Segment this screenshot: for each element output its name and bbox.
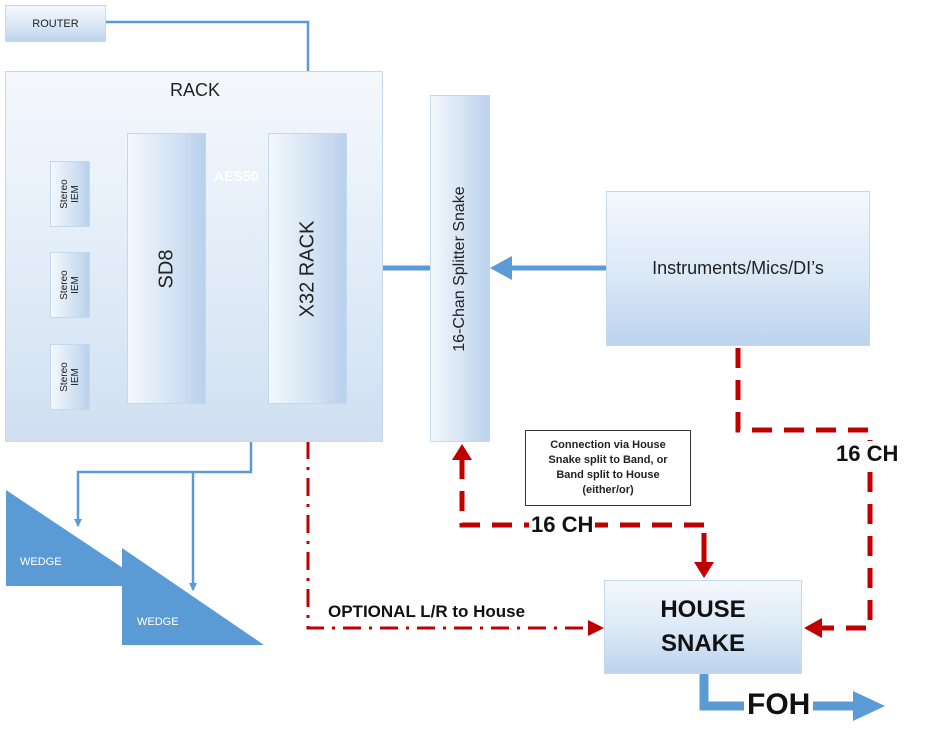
- ch-label-right: 16 CH: [834, 441, 901, 467]
- connection-note-box: Connection via House Snake split to Band…: [525, 430, 691, 506]
- sd8-box: SD8: [127, 133, 206, 404]
- house-to-splitter-head: [452, 444, 472, 460]
- optional-lr-head: [588, 620, 604, 636]
- sd8-label: SD8: [155, 249, 177, 288]
- iem-1-line1: Stereo: [59, 179, 70, 209]
- iem-1-line2: IEM: [70, 185, 81, 203]
- router-label: ROUTER: [32, 17, 79, 30]
- instruments-to-house-dashed: [735, 348, 873, 631]
- optional-lr-dashdot: [306, 404, 590, 630]
- rack-label: RACK: [170, 80, 221, 100]
- foh-label: FOH: [744, 688, 814, 722]
- house-drop-head: [694, 562, 714, 578]
- house-snake-box: HOUSE SNAKE: [604, 580, 802, 674]
- wedge-label-1: WEDGE: [20, 556, 62, 568]
- house-to-foh-head: [853, 691, 885, 721]
- router-box: ROUTER: [5, 5, 106, 42]
- wedge-feed-line: [74, 416, 253, 527]
- house-snake-line2: SNAKE: [660, 630, 745, 657]
- iem-box-3: Stereo IEM: [50, 344, 90, 410]
- house-snake-line1: HOUSE: [660, 596, 746, 623]
- wedge-shape-1: [6, 490, 150, 586]
- iem-2-line1: Stereo: [59, 270, 70, 300]
- ch-label-bottom: 16 CH: [529, 512, 596, 538]
- iem-2-line2: IEM: [70, 276, 81, 294]
- instruments-label: Instruments/Mics/DI’s: [652, 258, 824, 278]
- instruments-to-house-head: [804, 618, 822, 638]
- wedge-label-2: WEDGE: [137, 616, 179, 628]
- house-to-splitter-dashed: [459, 458, 704, 528]
- optional-lr-label: OPTIONAL L/R to House: [328, 602, 526, 621]
- note-line-3: Band split to House: [556, 469, 660, 481]
- note-line-4: (either/or): [582, 484, 634, 496]
- instruments-to-splitter-head: [490, 256, 512, 280]
- wedge-shape-2: [122, 548, 264, 645]
- x32-rack-label: X32 RACK: [296, 220, 318, 317]
- iem-3-line1: Stereo: [59, 362, 70, 392]
- iem-3-line2: IEM: [70, 368, 81, 386]
- x32-rack-box: X32 RACK: [268, 133, 347, 404]
- note-line-1: Connection via House: [550, 439, 666, 451]
- iem-box-1: Stereo IEM: [50, 161, 90, 227]
- iem-box-2: Stereo IEM: [50, 252, 90, 318]
- note-line-2: Snake split to Band, or: [548, 454, 668, 466]
- instruments-box: Instruments/Mics/DI’s: [606, 191, 870, 346]
- splitter-snake-box: 16-Chan Splitter Snake: [430, 95, 490, 442]
- aes50-label: AES50: [214, 168, 259, 184]
- splitter-snake-label: 16-Chan Splitter Snake: [451, 185, 468, 352]
